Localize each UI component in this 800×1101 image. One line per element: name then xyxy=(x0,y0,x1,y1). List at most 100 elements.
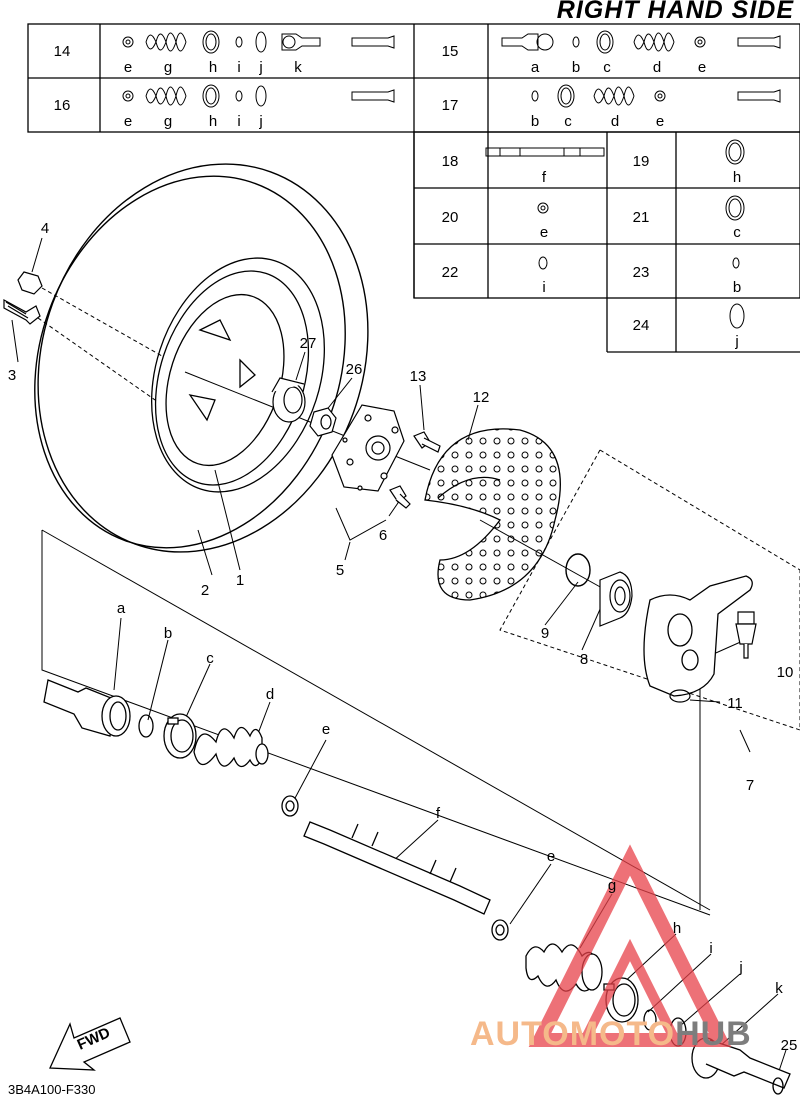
drawing-code: 3B4A100-F330 xyxy=(8,1082,96,1097)
callout: 25 xyxy=(781,1037,798,1054)
callout: 9 xyxy=(541,625,549,642)
kit-table-icons xyxy=(122,30,781,329)
page-title: RIGHT HAND SIDE xyxy=(556,0,794,24)
callout: 12 xyxy=(473,389,490,406)
drive-shaft-f xyxy=(303,821,491,915)
kit-number: 23 xyxy=(633,264,650,281)
part-letter: i xyxy=(237,113,240,130)
part-letter: f xyxy=(542,169,547,186)
watermark-part-b: HUB xyxy=(675,1015,752,1053)
callout: k xyxy=(775,980,783,997)
callout: j xyxy=(738,959,742,976)
callout: a xyxy=(117,600,126,617)
kit-number: 22 xyxy=(442,264,459,281)
ball-joint xyxy=(735,611,757,659)
part-letter: e xyxy=(540,224,548,241)
kit-number: 18 xyxy=(442,153,459,170)
part-letter: d xyxy=(653,59,661,76)
watermark-logo xyxy=(528,844,732,1047)
kit-number: 14 xyxy=(54,43,71,60)
callout: 26 xyxy=(346,361,363,378)
callout: 10 xyxy=(777,664,794,681)
callout: d xyxy=(266,686,274,703)
part-letter: h xyxy=(733,169,741,186)
callout: 1 xyxy=(236,572,244,589)
stud-bolt xyxy=(3,298,41,325)
circlip xyxy=(565,553,591,587)
cv-boot-d xyxy=(193,726,269,768)
callout: 6 xyxy=(379,527,387,544)
callout: 13 xyxy=(410,368,427,385)
fwd-arrow-icon: FWD xyxy=(49,1017,131,1071)
kit-number: 17 xyxy=(442,97,459,114)
part-letter: e xyxy=(124,59,132,76)
collar xyxy=(309,407,337,437)
circlip-b xyxy=(138,714,154,738)
cotter-pin xyxy=(669,689,691,703)
kit-number: 21 xyxy=(633,209,650,226)
part-letter: e xyxy=(656,113,664,130)
callout: 8 xyxy=(580,651,588,668)
part-letter: j xyxy=(258,113,262,130)
brake-disc-guard xyxy=(424,428,561,601)
callout: 11 xyxy=(727,695,743,712)
boot-band-e2 xyxy=(491,919,509,941)
callout: g xyxy=(608,877,616,894)
callout: c xyxy=(206,650,214,667)
watermark-part-a: AUTOMOTO xyxy=(470,1015,676,1053)
callout: 4 xyxy=(41,220,49,237)
part-letter: e xyxy=(124,113,132,130)
hub-bolt xyxy=(389,485,411,509)
callout: h xyxy=(673,920,681,937)
kit-table-letters: e g h i j k e g h i j a b c d e b c d e … xyxy=(124,59,741,350)
part-letter: b xyxy=(572,59,580,76)
part-letter: a xyxy=(531,59,540,76)
callout: 27 xyxy=(300,335,317,352)
bearing xyxy=(599,571,633,627)
wheel-rim xyxy=(150,257,326,493)
callout: 3 xyxy=(8,367,16,384)
part-letter: c xyxy=(564,113,572,130)
disc-bolt xyxy=(413,431,441,453)
callout: 7 xyxy=(746,777,754,794)
kit-number: 16 xyxy=(54,97,71,114)
callout-labels: 1 2 3 4 5 6 7 8 9 10 11 12 13 25 26 27 a… xyxy=(8,220,798,1054)
wheel-hub xyxy=(331,404,405,492)
tire xyxy=(34,163,369,553)
kit-table-numbers: 14 16 15 17 18 19 20 21 22 23 24 xyxy=(54,43,650,334)
wheel-nut xyxy=(17,271,43,295)
kit-number: 20 xyxy=(442,209,459,226)
kit-table xyxy=(27,23,800,353)
part-letter: g xyxy=(164,113,172,130)
callout: 5 xyxy=(336,562,344,579)
part-letter: d xyxy=(611,113,619,130)
part-letter: j xyxy=(258,59,262,76)
part-letter: h xyxy=(209,59,217,76)
spacer xyxy=(271,377,306,423)
callout: b xyxy=(164,625,172,642)
kit-number: 15 xyxy=(442,43,459,60)
callout: i xyxy=(709,940,712,957)
part-letter: j xyxy=(734,333,738,350)
watermark-text: AUTOMOTOHUB xyxy=(470,1015,752,1054)
circlip-i xyxy=(643,1009,657,1031)
part-letter: g xyxy=(164,59,172,76)
callout: e xyxy=(322,721,330,738)
circlip-25 xyxy=(772,1077,784,1095)
boot-band-c xyxy=(163,713,197,759)
kit-number: 24 xyxy=(633,317,650,334)
boot-band-e xyxy=(281,795,299,817)
callout: 2 xyxy=(201,582,209,599)
part-letter: c xyxy=(603,59,611,76)
part-letter: e xyxy=(698,59,706,76)
kit-number: 19 xyxy=(633,153,650,170)
callout: f xyxy=(436,805,441,822)
part-letter: b xyxy=(531,113,539,130)
part-letter: h xyxy=(209,113,217,130)
part-letter: b xyxy=(733,279,741,296)
part-letter: i xyxy=(237,59,240,76)
part-letter: k xyxy=(294,59,302,76)
part-letter: i xyxy=(542,279,545,296)
callout: e xyxy=(547,848,555,865)
